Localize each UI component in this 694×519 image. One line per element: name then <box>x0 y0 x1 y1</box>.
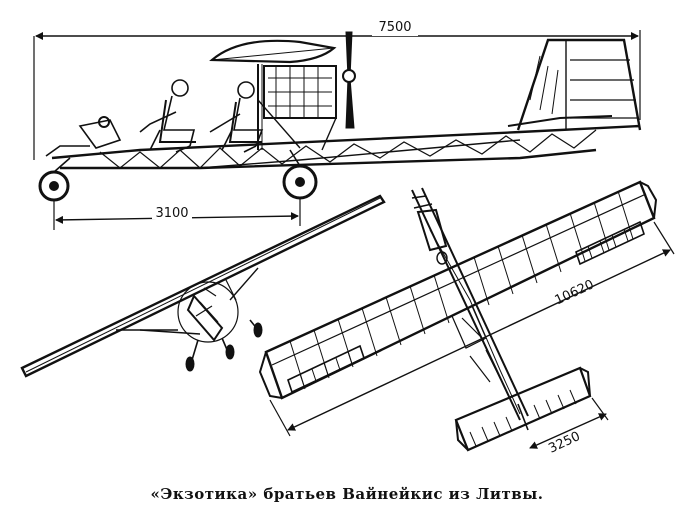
figure-caption: «Экзотика» братьев Вайнейкис из Литвы. <box>150 485 544 503</box>
wheelbase-dimension: 3100 <box>53 198 301 230</box>
wing-profile <box>209 39 337 64</box>
wheelbase-label: 3100 <box>155 206 188 221</box>
tail-fin <box>507 38 642 131</box>
length-dimension: 7500 <box>33 20 641 160</box>
fuselage-truss <box>51 124 641 170</box>
wingspan-dimension: 10620 <box>269 221 675 437</box>
pilots <box>139 79 264 153</box>
wingspan-label: 10620 <box>553 277 597 308</box>
tail-span-dimension: 3250 <box>529 397 609 457</box>
length-label: 7500 <box>378 20 411 35</box>
perspective-view <box>20 194 386 378</box>
side-view: 7500 <box>33 20 642 230</box>
